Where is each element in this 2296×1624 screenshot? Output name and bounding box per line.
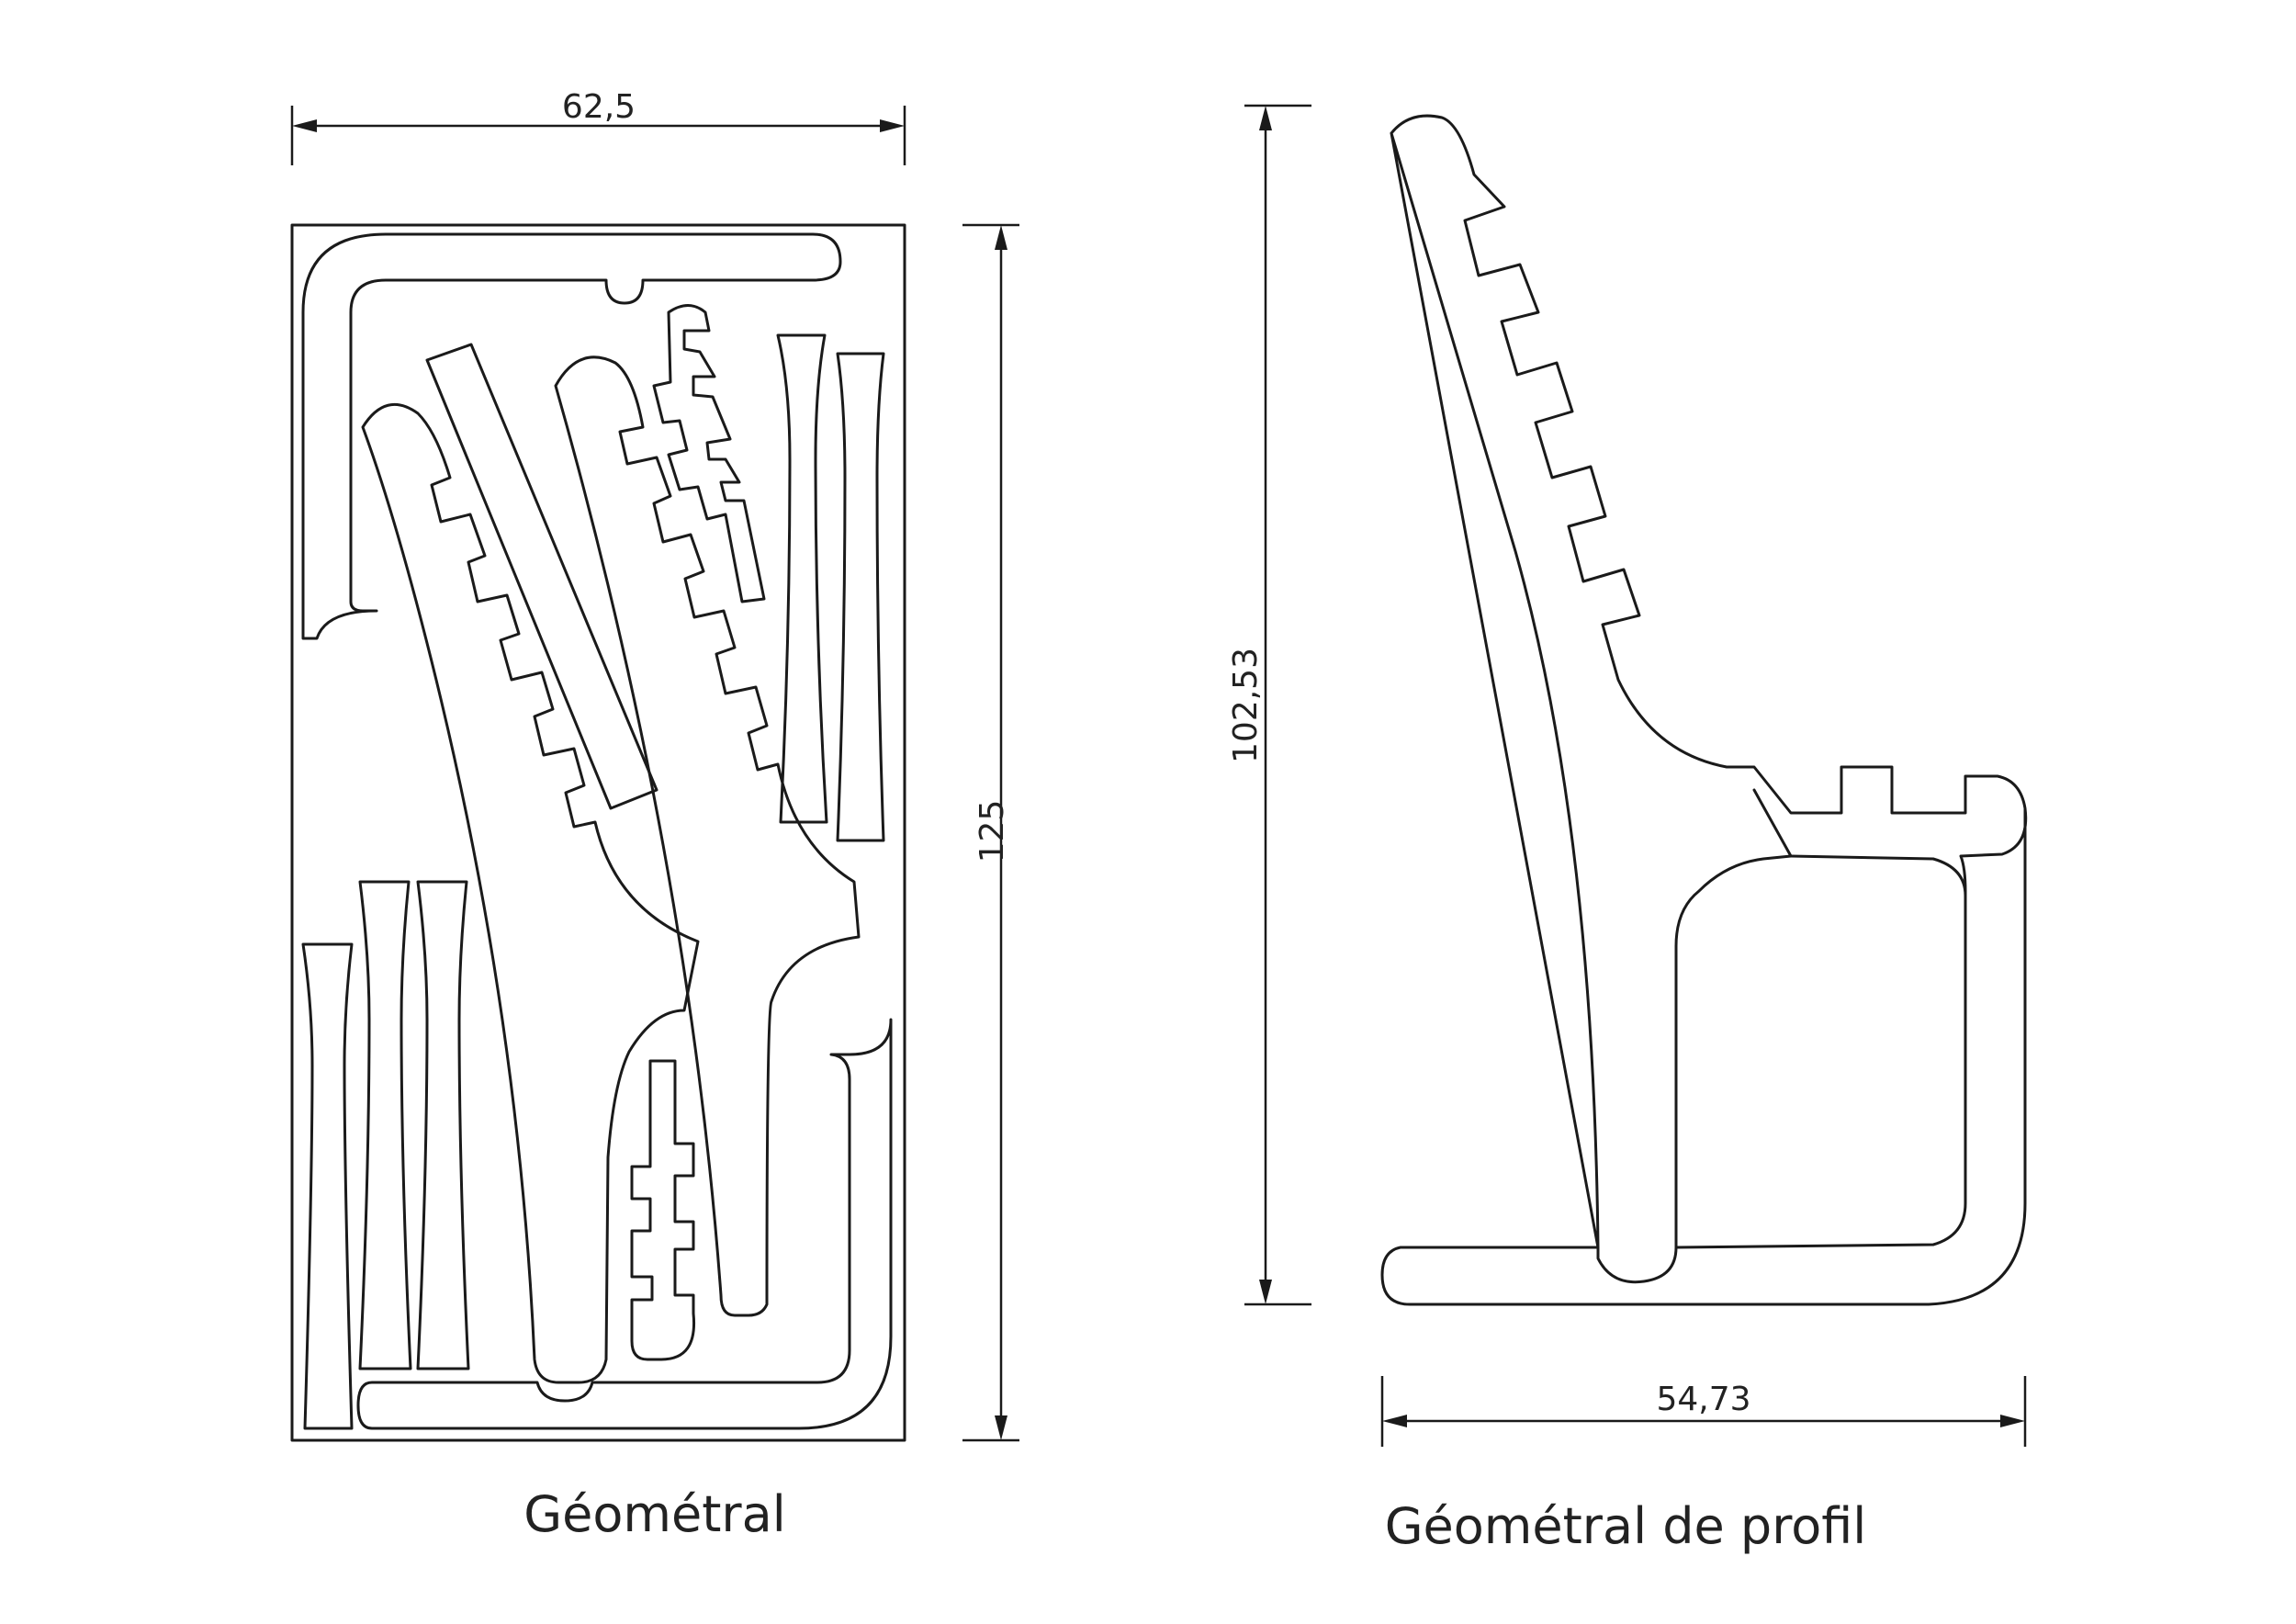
dimension-height-profile: 102,53 xyxy=(1227,104,1311,1306)
dimension-height-flat: 125 xyxy=(962,223,1019,1442)
profile-view: 102,53 54,73 xyxy=(1227,104,2028,1447)
tapered-leg-4 xyxy=(776,333,828,824)
dimension-width-profile: 54,73 xyxy=(1380,1376,2027,1447)
dimension-width-flat-label: 62,5 xyxy=(562,88,636,126)
bottom-notched-part xyxy=(630,1059,696,1361)
tapered-leg-5 xyxy=(836,352,885,842)
tapered-leg-3 xyxy=(416,880,470,1370)
bench-profile-outline xyxy=(1380,114,2028,1306)
dimension-height-profile-label: 102,53 xyxy=(1227,648,1265,763)
tapered-leg-1 xyxy=(301,942,354,1430)
caption-profile-view: Géométral de profil xyxy=(1385,1497,1867,1555)
dimension-height-flat-label: 125 xyxy=(974,800,1011,863)
seat-support-inner xyxy=(1789,854,1967,897)
frame-part-top xyxy=(301,232,842,640)
notched-slat xyxy=(652,304,766,603)
dimension-width-profile-label: 54,73 xyxy=(1656,1381,1750,1418)
back-rail-2 xyxy=(554,355,861,1317)
caption-flat-view: Géométral xyxy=(523,1485,785,1543)
frame-part-bottom xyxy=(356,1018,893,1430)
back-rail-1 xyxy=(361,403,700,1384)
flat-view: 62,5 125 xyxy=(290,88,1019,1442)
seat-strip xyxy=(425,343,658,810)
sheet-outline xyxy=(290,223,906,1442)
dimension-width-flat: 62,5 xyxy=(290,88,906,165)
tapered-leg-2 xyxy=(358,880,412,1370)
